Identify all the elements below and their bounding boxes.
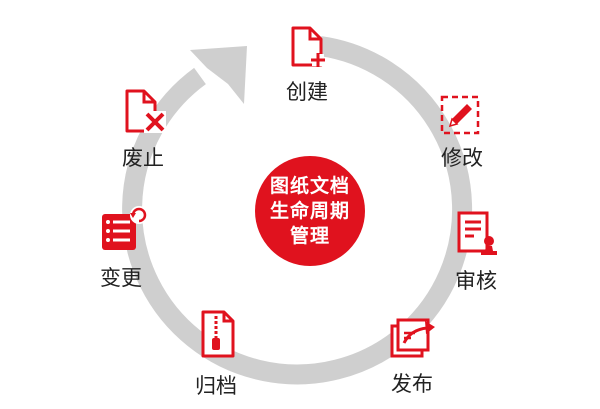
edit-pencil-icon	[440, 95, 480, 135]
cycle-arrowhead-icon	[190, 46, 247, 104]
list-refresh-icon	[102, 206, 148, 250]
stage-label-archive: 归档	[195, 374, 237, 398]
stage-label-abolish: 废止	[122, 146, 164, 170]
center-title: 图纸文档 生命周期 管理	[255, 156, 365, 266]
documents-publish-icon	[390, 318, 435, 358]
document-add-icon	[291, 26, 325, 67]
stage-label-publish: 发布	[391, 372, 433, 396]
center-line-3: 管理	[289, 224, 330, 247]
archive-zip-icon	[201, 310, 235, 358]
stage-label-change: 变更	[100, 266, 142, 290]
stage-label-review: 审核	[455, 269, 497, 293]
center-line-2: 生命周期	[269, 199, 350, 222]
stage-label-modify: 修改	[441, 146, 483, 170]
document-approve-icon	[457, 211, 497, 255]
center-line-1: 图纸文档	[269, 174, 350, 197]
stage-label-create: 创建	[286, 80, 328, 104]
document-cancel-icon	[125, 89, 166, 133]
